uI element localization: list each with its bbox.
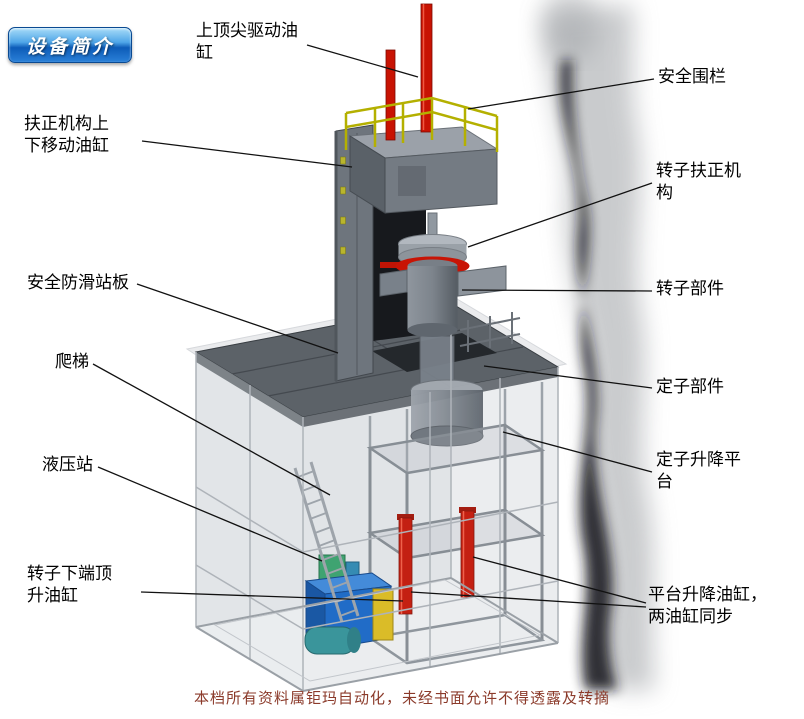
label-anti-slip-platform: 安全防滑站板 <box>27 273 129 292</box>
label-top-drive-cylinder: 上顶尖驱动油 缸 <box>196 21 298 63</box>
stator-lift-platform-graphic <box>366 423 546 665</box>
title-badge[interactable]: 设备简介 <box>8 27 132 63</box>
platform-lift-cylinders-graphic <box>397 507 476 615</box>
title-badge-label: 设备简介 <box>25 36 114 58</box>
label-ladder: 爬梯 <box>55 352 89 371</box>
label-centering-move-cylinder: 扶正机构上 下移动油缸 <box>24 114 109 156</box>
label-stator-lift-platform: 定子升降平 台 <box>656 450 741 492</box>
rotor-graphic <box>379 212 507 337</box>
label-rotor-bottom-jack-cylinder: 转子下端顶 升油缸 <box>27 564 112 606</box>
label-platform-lift-cylinders: 平台升降油缸， 两油缸同步 <box>648 585 767 627</box>
leader-lines <box>92 44 655 608</box>
watermark: 本档所有资料属钜玛自动化，未经书面允许不得透露及转摘 <box>193 690 610 707</box>
shadow-smoke <box>542 0 655 690</box>
label-rotor-component: 转子部件 <box>656 279 724 298</box>
platform-fixture <box>459 312 521 352</box>
cage-frame <box>195 303 559 692</box>
label-hydraulic-station: 液压站 <box>42 455 93 474</box>
label-safety-fence: 安全围栏 <box>658 67 726 86</box>
safety-fence-graphic <box>344 96 499 152</box>
top-drive-cylinder-graphic <box>385 3 433 141</box>
label-stator-component: 定子部件 <box>656 377 724 396</box>
label-rotor-centering-mechanism: 转子扶正机 构 <box>656 161 741 203</box>
